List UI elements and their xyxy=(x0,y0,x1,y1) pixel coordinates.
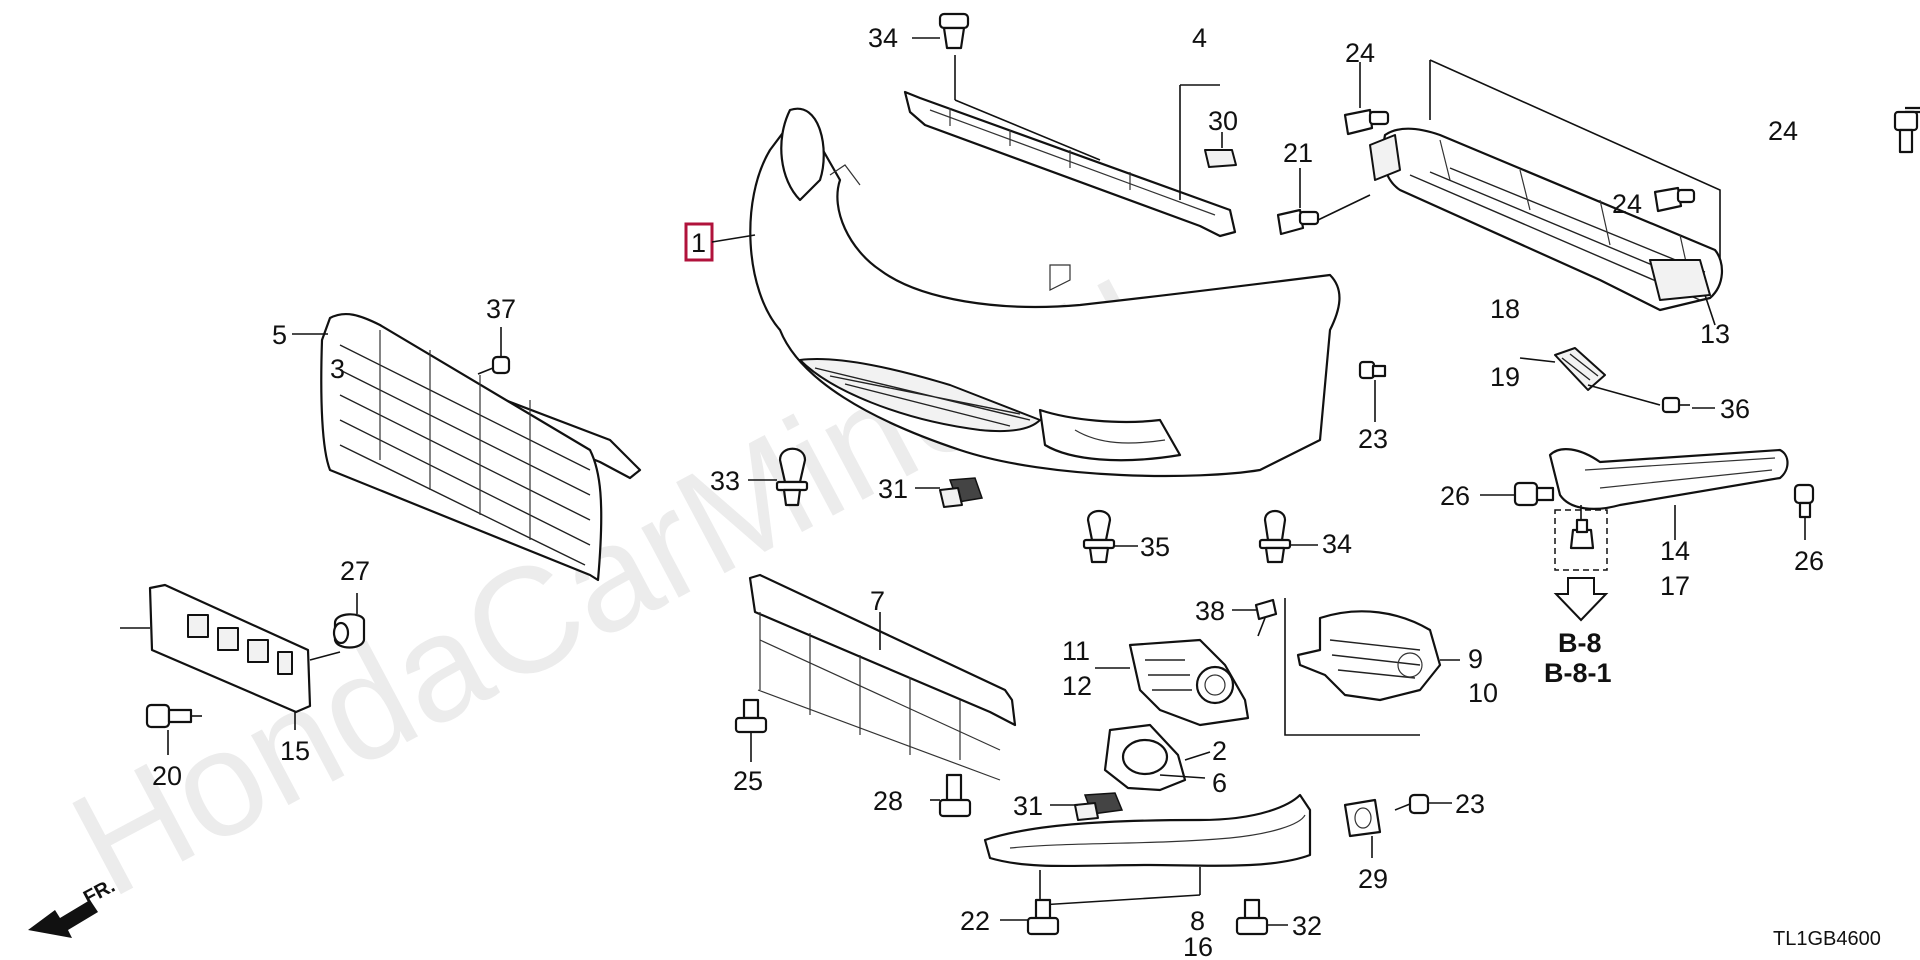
label-28[interactable]: 28 xyxy=(873,786,903,816)
arrow-left-icon xyxy=(28,900,98,938)
part-1-label: 1 xyxy=(691,228,706,258)
bushing-27[interactable] xyxy=(332,613,366,649)
screw-23-lower[interactable] xyxy=(1394,793,1430,815)
label-37[interactable]: 37 xyxy=(486,294,516,324)
bolt-24-upper-right-proper[interactable] xyxy=(1893,110,1919,154)
label-3[interactable]: 3 xyxy=(330,354,345,384)
diagram-code: TL1GB4600 xyxy=(1773,928,1881,950)
clip-35[interactable] xyxy=(1082,509,1116,564)
clip-34-top[interactable] xyxy=(938,12,970,50)
label-23-upper[interactable]: 23 xyxy=(1358,424,1388,454)
bumper-absorber[interactable] xyxy=(1369,127,1723,312)
label-25[interactable]: 25 xyxy=(733,766,763,796)
clip-31-upper[interactable] xyxy=(939,477,984,508)
label-19[interactable]: 19 xyxy=(1490,362,1520,392)
bolt-24-a[interactable] xyxy=(1343,108,1390,136)
detail-frame xyxy=(1284,598,1420,736)
label-24-a[interactable]: 24 xyxy=(1345,38,1375,68)
label-24-c[interactable]: 24 xyxy=(1612,189,1642,219)
lower-grille[interactable] xyxy=(320,312,603,582)
callout-labels: 34 4 30 24 24 24 21 13 18 19 36 23 26 26… xyxy=(152,23,1824,960)
arrow-down-icon xyxy=(1553,577,1609,622)
fog-bezel[interactable] xyxy=(1103,723,1187,792)
label-6[interactable]: 6 xyxy=(1212,768,1227,798)
label-38[interactable]: 38 xyxy=(1195,596,1225,626)
screw-23-upper[interactable] xyxy=(1358,360,1387,380)
label-36[interactable]: 36 xyxy=(1720,394,1750,424)
label-34-top[interactable]: 34 xyxy=(868,23,898,53)
label-24-b[interactable]: 24 xyxy=(1768,116,1798,146)
label-35[interactable]: 35 xyxy=(1140,532,1170,562)
lower-lip-spoiler[interactable] xyxy=(983,793,1312,868)
label-4[interactable]: 4 xyxy=(1192,23,1207,53)
label-33[interactable]: 33 xyxy=(710,466,740,496)
label-10[interactable]: 10 xyxy=(1468,678,1498,708)
label-18[interactable]: 18 xyxy=(1490,294,1520,324)
bolt-28[interactable] xyxy=(938,773,972,818)
label-31-upper[interactable]: 31 xyxy=(878,474,908,504)
bolt-24-middle[interactable] xyxy=(1653,186,1696,213)
label-17[interactable]: 17 xyxy=(1660,571,1690,601)
label-20[interactable]: 20 xyxy=(152,761,182,791)
label-15[interactable]: 15 xyxy=(280,736,310,766)
lower-splash-guard[interactable] xyxy=(748,573,1017,781)
clip-18-19[interactable] xyxy=(1554,347,1606,391)
label-12[interactable]: 12 xyxy=(1062,671,1092,701)
label-9[interactable]: 9 xyxy=(1468,644,1483,674)
screw-36[interactable] xyxy=(1661,396,1690,414)
label-23-lower[interactable]: 23 xyxy=(1455,789,1485,819)
label-8[interactable]: 8 xyxy=(1190,906,1205,936)
bolt-21[interactable] xyxy=(1276,208,1320,236)
clip-34-lower[interactable] xyxy=(1258,509,1292,564)
reference-line-1[interactable]: B-8 xyxy=(1558,628,1602,658)
label-32[interactable]: 32 xyxy=(1292,911,1322,941)
label-30[interactable]: 30 xyxy=(1208,106,1238,136)
reference-line-2[interactable]: B-8-1 xyxy=(1544,658,1612,688)
fog-garnish-right[interactable] xyxy=(1296,610,1442,702)
label-11[interactable]: 11 xyxy=(1062,636,1090,666)
bolt-26-left[interactable] xyxy=(1513,481,1555,507)
label-16[interactable]: 16 xyxy=(1183,932,1213,960)
bolt-25[interactable] xyxy=(734,698,768,734)
label-2[interactable]: 2 xyxy=(1212,736,1227,766)
side-bracket[interactable] xyxy=(1548,448,1789,510)
label-13[interactable]: 13 xyxy=(1700,319,1730,349)
clip-29[interactable] xyxy=(1343,798,1382,838)
front-bumper-face[interactable] xyxy=(749,107,1341,478)
label-29[interactable]: 29 xyxy=(1358,864,1388,894)
bolt-reference[interactable] xyxy=(1569,518,1595,550)
label-34-lower[interactable]: 34 xyxy=(1322,529,1352,559)
label-31-lower[interactable]: 31 xyxy=(1013,791,1043,821)
label-14[interactable]: 14 xyxy=(1660,536,1690,566)
screw-38[interactable] xyxy=(1254,598,1278,637)
label-22[interactable]: 22 xyxy=(960,906,990,936)
fog-garnish-left[interactable] xyxy=(1128,638,1250,727)
label-26-right[interactable]: 26 xyxy=(1794,546,1824,576)
label-27[interactable]: 27 xyxy=(340,556,370,586)
bolt-22[interactable] xyxy=(1026,898,1060,936)
screw-37[interactable] xyxy=(477,355,511,375)
license-bracket[interactable] xyxy=(148,583,312,714)
nut-30[interactable] xyxy=(1204,149,1237,168)
clip-33[interactable] xyxy=(775,447,809,507)
label-5[interactable]: 5 xyxy=(272,320,287,350)
bolt-32[interactable] xyxy=(1235,898,1269,936)
bolt-20[interactable] xyxy=(145,703,193,729)
clip-31-lower[interactable] xyxy=(1074,792,1124,821)
label-21[interactable]: 21 xyxy=(1283,138,1313,168)
upper-beam[interactable] xyxy=(903,90,1237,238)
bolt-26-right[interactable] xyxy=(1793,483,1815,519)
label-7[interactable]: 7 xyxy=(870,586,885,616)
label-26-left[interactable]: 26 xyxy=(1440,481,1470,511)
